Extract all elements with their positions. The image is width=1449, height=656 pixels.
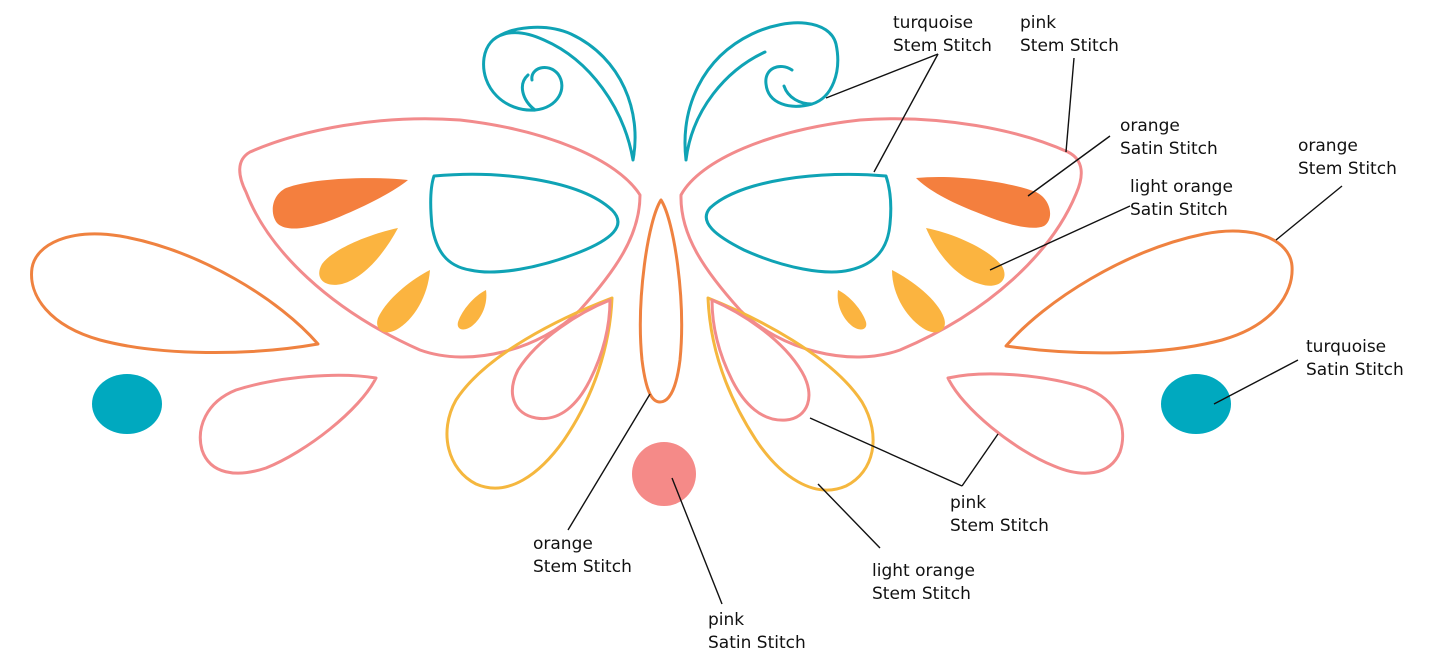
right-orange-satin-petal: [916, 177, 1050, 228]
left-lower-pink-loop: [200, 375, 376, 473]
left-orange-loop: [32, 234, 318, 353]
label-stitch: Stem Stitch: [533, 556, 632, 579]
label-stitch: Satin Stitch: [1306, 359, 1404, 382]
leader-turquoise-satin: [1214, 360, 1298, 404]
label-light-orange-stem-stitch: light orange Stem Stitch: [872, 560, 975, 606]
leader-turquoise-stem-a: [826, 54, 938, 98]
right-light-orange-loop: [708, 298, 873, 490]
leader-pink-stem-bottom-b: [962, 434, 998, 486]
label-turquoise-stem-stitch: turquoise Stem Stitch: [893, 12, 992, 58]
label-pink-satin-stitch: pink Satin Stitch: [708, 609, 806, 655]
leader-orange-satin: [1028, 136, 1110, 196]
label-color: turquoise: [893, 12, 992, 35]
label-stitch: Stem Stitch: [1298, 158, 1397, 181]
left-light-orange-satin-2: [377, 270, 430, 332]
leader-pink-stem-top: [1066, 58, 1074, 152]
left-inner-pink-loop: [512, 300, 610, 419]
right-light-orange-satin-2: [892, 270, 945, 332]
label-pink-stem-stitch-top: pink Stem Stitch: [1020, 12, 1119, 58]
turquoise-antennae: [484, 23, 838, 160]
label-stitch: Stem Stitch: [872, 583, 975, 606]
right-inner-wing-outline: [706, 174, 891, 272]
left-inner-wing-outline: [431, 174, 618, 272]
label-light-orange-satin-stitch: light orange Satin Stitch: [1130, 176, 1233, 222]
left-orange-satin-petal: [273, 178, 408, 228]
label-stitch: Stem Stitch: [950, 515, 1049, 538]
label-pink-stem-stitch-bottom: pink Stem Stitch: [950, 492, 1049, 538]
leader-light-orange-stem: [818, 484, 880, 548]
label-color: pink: [708, 609, 806, 632]
label-orange-stem-stitch-center: orange Stem Stitch: [533, 533, 632, 579]
leader-pink-satin: [672, 478, 722, 604]
right-orange-loop: [1006, 231, 1292, 353]
orange-body: [640, 200, 681, 402]
right-turquoise-satin-dot: [1161, 374, 1231, 434]
label-color: pink: [950, 492, 1049, 515]
right-antenna-swirl: [685, 23, 838, 160]
left-antenna-swirl: [484, 27, 636, 160]
leader-turquoise-stem-b: [874, 54, 938, 172]
label-stitch: Satin Stitch: [1120, 138, 1218, 161]
right-light-orange-satin-1: [926, 228, 1005, 286]
label-color: turquoise: [1306, 336, 1404, 359]
left-upper-wing: [240, 119, 640, 357]
label-color: light orange: [872, 560, 975, 583]
label-turquoise-satin-stitch: turquoise Satin Stitch: [1306, 336, 1404, 382]
left-turquoise-satin-dot: [92, 374, 162, 434]
label-stitch: Stem Stitch: [893, 35, 992, 58]
label-color: light orange: [1130, 176, 1233, 199]
label-color: orange: [1298, 135, 1397, 158]
right-lower-pink-loop: [948, 374, 1123, 473]
left-light-orange-loop: [447, 298, 612, 488]
pink-satin-dot: [632, 442, 696, 506]
label-stitch: Satin Stitch: [1130, 199, 1233, 222]
label-orange-satin-stitch: orange Satin Stitch: [1120, 115, 1218, 161]
label-stitch: Stem Stitch: [1020, 35, 1119, 58]
leader-pink-stem-bottom-a: [810, 418, 962, 486]
right-upper-wing: [681, 119, 1081, 357]
label-color: orange: [533, 533, 632, 556]
label-color: orange: [1120, 115, 1218, 138]
leader-orange-stem-right: [1276, 186, 1342, 240]
right-light-orange-satin-3: [838, 290, 867, 329]
label-stitch: Satin Stitch: [708, 632, 806, 655]
left-light-orange-satin-1: [319, 228, 398, 285]
right-inner-pink-loop: [712, 300, 809, 420]
left-light-orange-satin-3: [458, 290, 487, 329]
label-color: pink: [1020, 12, 1119, 35]
label-orange-stem-stitch-right: orange Stem Stitch: [1298, 135, 1397, 181]
